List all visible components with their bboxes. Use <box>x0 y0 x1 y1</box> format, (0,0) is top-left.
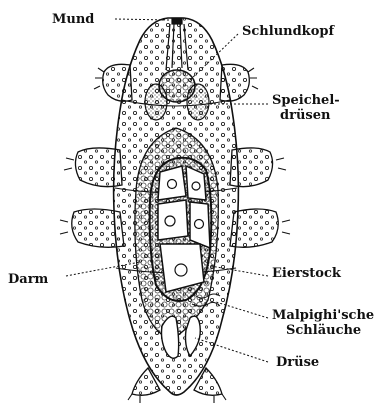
label-schlundkopf: Schlundkopf <box>242 24 334 39</box>
label-druese: Drüse <box>276 355 319 370</box>
speicheldruese-left <box>145 84 167 120</box>
label-mund: Mund <box>52 12 94 27</box>
label-darm: Darm <box>8 272 48 287</box>
speicheldruese-right <box>187 84 209 120</box>
label-malpighi-line2: Schläuche <box>286 323 361 338</box>
label-eierstock: Eierstock <box>272 266 341 281</box>
label-speichel-line1: Speichel- <box>272 93 340 108</box>
label-malpighi-line1: Malpighi'sche <box>272 308 374 323</box>
label-speichel-line2: drüsen <box>280 108 330 123</box>
